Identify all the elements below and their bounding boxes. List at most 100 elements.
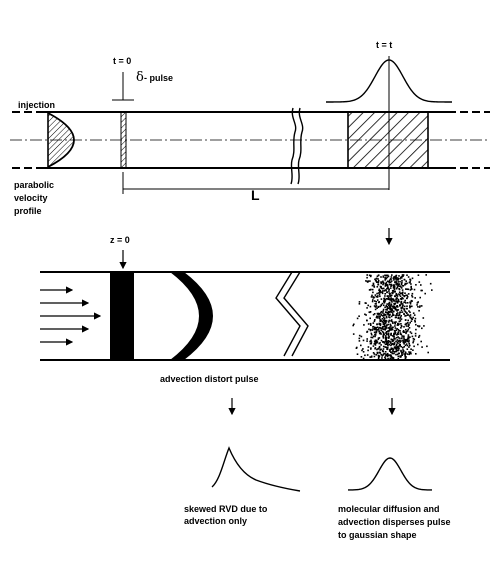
particle-dot: [388, 283, 391, 286]
particle-dot: [371, 336, 374, 339]
particle-dot: [369, 322, 372, 325]
particle-dot: [387, 295, 389, 297]
particle-dot: [390, 341, 392, 343]
advected-pulse-crescent: [170, 272, 213, 360]
particle-dot: [429, 282, 432, 285]
particle-dot: [372, 299, 374, 301]
particle-dot: [397, 283, 400, 285]
particle-dot: [358, 340, 361, 342]
particle-dot: [386, 355, 389, 358]
particle-dot: [370, 333, 373, 336]
particle-dot: [390, 338, 393, 341]
particle-dot: [365, 280, 367, 282]
particle-dot: [374, 333, 376, 336]
particle-dot: [372, 335, 375, 338]
particle-dot: [409, 321, 411, 324]
particle-dot: [389, 323, 392, 326]
particle-dot: [356, 346, 358, 349]
particle-dot: [384, 284, 387, 287]
particle-dot: [369, 317, 371, 320]
particle-dot: [378, 289, 380, 292]
particle-dot: [388, 301, 391, 304]
particle-dot: [402, 291, 404, 294]
particle-dot: [362, 357, 365, 360]
particle-dot: [378, 345, 381, 348]
particle-dot: [400, 340, 402, 342]
particle-dot: [378, 317, 381, 320]
particle-dot: [390, 329, 392, 331]
particle-dot: [387, 357, 389, 360]
particle-dot: [380, 287, 383, 290]
particle-dot: [387, 296, 390, 299]
particle-dot: [409, 305, 411, 307]
particle-dot: [394, 323, 396, 325]
particle-dot: [407, 288, 410, 291]
particle-dot: [360, 335, 363, 338]
particle-dot: [382, 337, 385, 339]
particle-dot: [391, 321, 394, 323]
particle-dot: [391, 298, 394, 301]
particle-dot: [395, 279, 398, 281]
particle-dot: [394, 295, 397, 298]
particle-dot: [375, 316, 378, 319]
particle-dot: [365, 302, 367, 304]
particle-dot: [391, 311, 393, 313]
particle-dot: [386, 305, 388, 308]
particle-dot: [392, 277, 395, 280]
particle-dot: [415, 284, 417, 286]
particle-dot: [400, 276, 403, 278]
particle-dot: [401, 281, 403, 284]
particle-dot: [387, 323, 390, 326]
particle-dot: [367, 346, 370, 348]
particle-dot: [381, 326, 384, 328]
particle-dot: [402, 297, 404, 300]
particle-dot: [406, 312, 408, 314]
particle-dot: [413, 288, 416, 291]
particle-dot: [395, 292, 398, 295]
particle-dot: [401, 296, 403, 299]
particle-dot: [378, 330, 381, 333]
particle-dot: [385, 298, 388, 300]
particle-dot: [398, 323, 400, 325]
particle-dot: [372, 283, 375, 286]
particle-dot: [387, 334, 390, 336]
particle-dot: [409, 316, 412, 319]
particle-dot: [396, 334, 398, 336]
particle-dot: [380, 291, 382, 293]
particle-dot: [409, 303, 412, 305]
particle-dot: [398, 313, 401, 315]
particle-dot: [391, 274, 393, 276]
particle-dot: [396, 312, 398, 315]
particle-dot: [404, 357, 407, 359]
particle-dot: [379, 295, 381, 298]
particle-dot: [408, 341, 410, 343]
particle-dot: [409, 331, 412, 333]
particle-dot: [403, 308, 405, 310]
particle-dot: [414, 297, 416, 299]
particle-dot: [414, 321, 416, 323]
particle-dot: [397, 336, 399, 338]
particle-dot: [373, 328, 376, 331]
particle-dot: [383, 352, 385, 355]
particle-dot: [380, 353, 382, 356]
particle-dot: [393, 343, 396, 345]
delta-pulse-label: - pulse: [144, 73, 173, 83]
particle-dot: [398, 285, 401, 288]
particle-dot: [396, 305, 398, 307]
particle-dot: [378, 301, 380, 303]
gaussian-curve-bottom: [347, 457, 433, 491]
particle-dot: [391, 308, 393, 311]
particle-dot: [388, 319, 391, 322]
particle-dot: [389, 357, 391, 360]
particle-dot: [373, 331, 376, 334]
particle-dot: [374, 347, 376, 350]
particle-dot: [406, 302, 409, 304]
particle-dot: [417, 325, 419, 327]
particle-dot: [372, 291, 374, 294]
particle-dot: [390, 348, 392, 351]
particle-dot: [399, 316, 402, 319]
particle-dot: [380, 329, 382, 332]
particle-dot: [387, 298, 389, 300]
particle-dot: [375, 277, 378, 280]
particle-dot: [393, 306, 396, 308]
